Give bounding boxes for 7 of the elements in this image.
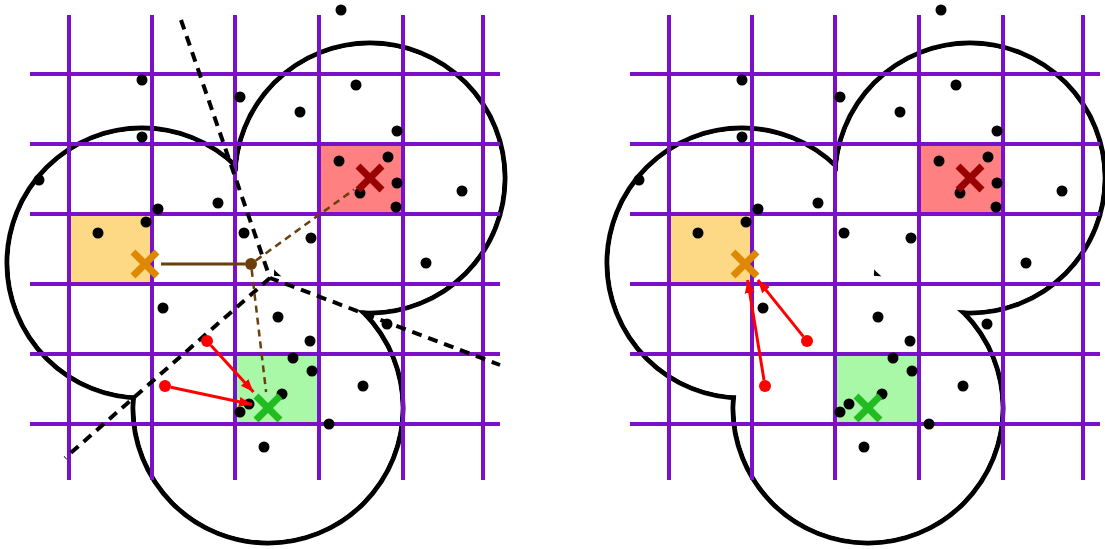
arrow [744, 279, 766, 381]
connector-line [250, 269, 268, 393]
connector-line [161, 262, 245, 266]
arrow [209, 344, 255, 393]
arrow [756, 279, 805, 338]
arrow [170, 385, 253, 407]
connector-line [255, 188, 355, 262]
